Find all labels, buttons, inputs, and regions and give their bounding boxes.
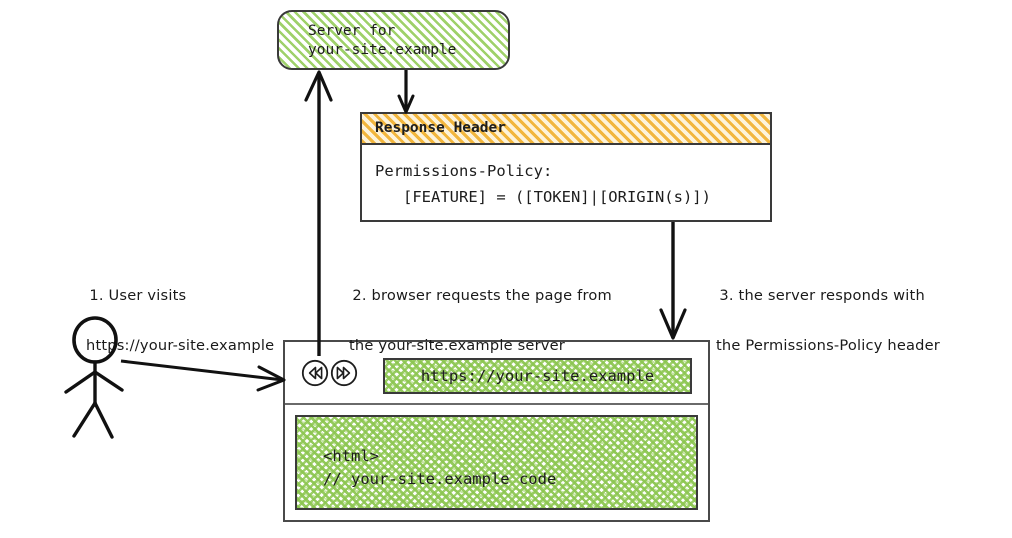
response-header-box: Response Header Permissions-Policy: [FEA… [360, 112, 772, 222]
step-2-annotation: 2. browser requests the page from the yo… [333, 258, 612, 408]
step-3-line-2: the Permissions-Policy header [716, 337, 941, 354]
response-header-body: Permissions-Policy: [FEATURE] = ([TOKEN]… [362, 145, 770, 220]
permissions-policy-value: [FEATURE] = ([TOKEN]|[ORIGIN(s)]) [375, 188, 711, 206]
url-text: https://your-site.example [420, 367, 655, 385]
permissions-policy-key: Permissions-Policy: [375, 162, 553, 180]
step-2-line-1: 2. browser requests the page from [352, 287, 612, 304]
page-content: <html> // your-site.example code [295, 415, 698, 510]
server-to-response-header-arrow [397, 70, 415, 114]
browser-toolbar: https://your-site.example [285, 342, 708, 405]
server-box: Server for your-site.example [277, 10, 510, 70]
step-3-annotation: 3. the server responds with the Permissi… [700, 258, 940, 408]
response-header-to-browser-arrow [659, 222, 687, 340]
server-label: Server for your-site.example [308, 23, 457, 58]
url-bar[interactable]: https://your-site.example [383, 358, 692, 394]
browser-viewport: <html> // your-site.example code [285, 405, 708, 520]
response-header-title: Response Header [375, 120, 506, 136]
step-1-line-2: https://your-site.example [86, 337, 275, 354]
step-3-line-1: 3. the server responds with [719, 287, 925, 304]
page-source-code: <html> // your-site.example code [323, 447, 557, 488]
fast-forward-icon[interactable] [330, 359, 358, 387]
step-1-line-1: 1. User visits [89, 287, 187, 304]
browser-to-server-arrow [304, 70, 333, 356]
step-1-annotation: 1. User visits https://your-site.example [70, 258, 274, 408]
rewind-icon[interactable] [301, 359, 329, 387]
response-header-bar: Response Header [362, 114, 770, 145]
browser-window: https://your-site.example <html> // your… [283, 340, 710, 522]
step-2-line-2: the your-site.example server [349, 337, 565, 354]
